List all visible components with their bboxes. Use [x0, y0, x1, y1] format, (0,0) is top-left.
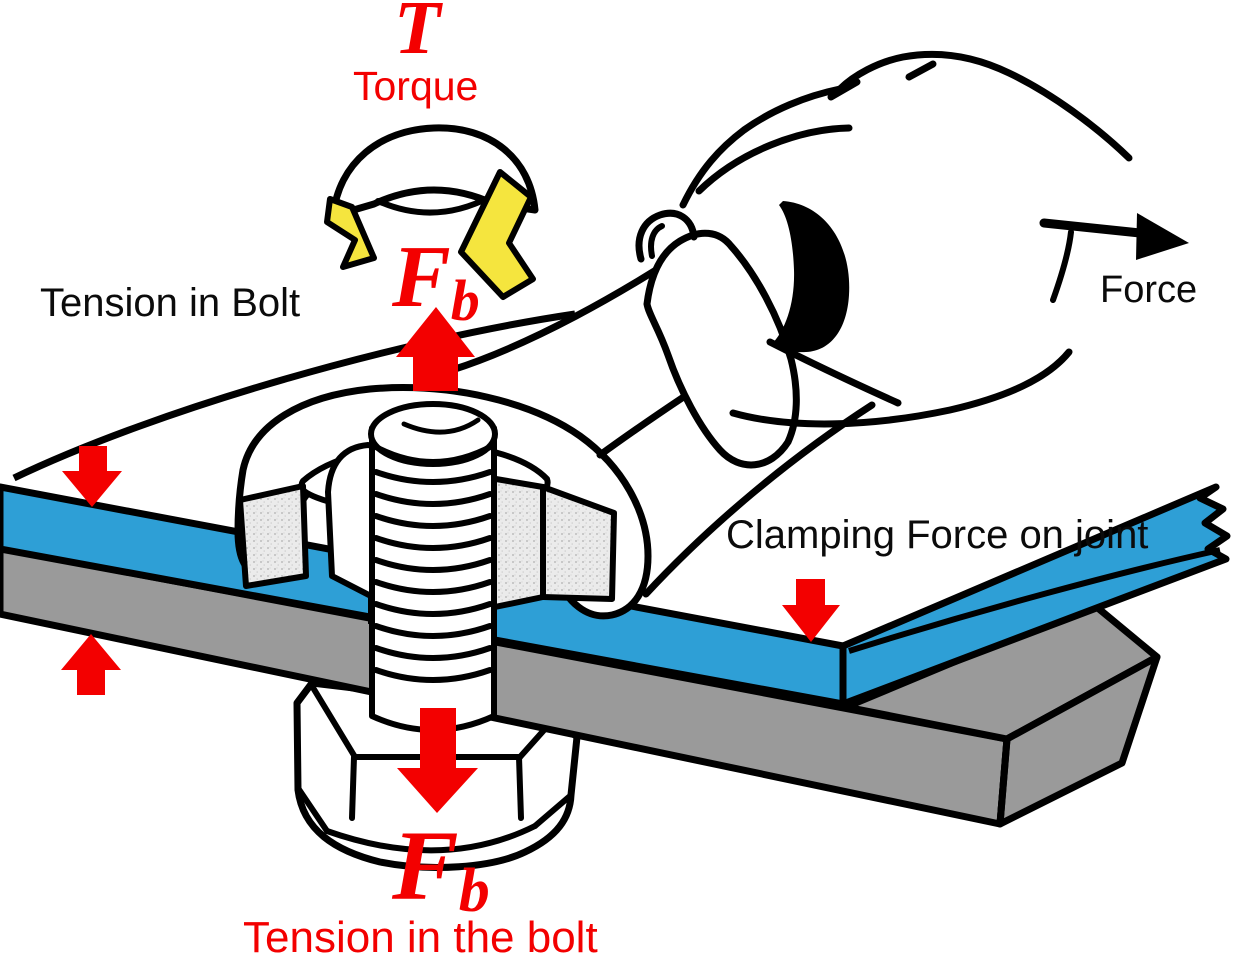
tension-in-the-bolt-label: Tension in the bolt	[243, 913, 598, 962]
wrist-crease-line	[1050, 229, 1074, 303]
tension-in-bolt-label: Tension in Bolt	[40, 281, 301, 325]
tension-bottom-F: F	[392, 810, 459, 921]
hex-face-right	[487, 475, 546, 611]
tension-top-sub-b: b	[450, 268, 480, 333]
torque-symbol: T	[394, 0, 440, 66]
grip-shadow	[771, 201, 850, 353]
torque-rotation-ribbon	[324, 124, 539, 300]
applied-force-arrow	[1039, 213, 1189, 260]
thumbnail-icon	[635, 209, 698, 263]
clamping-force-label: Clamping Force on joint	[726, 513, 1149, 557]
bolt-tip-swirl	[401, 417, 481, 435]
torque-symbol-text: T	[394, 0, 441, 70]
rotation-ribbon-lip	[375, 194, 493, 216]
rotation-ribbon-band	[329, 124, 539, 220]
bolt-tension-up-arrow	[396, 307, 475, 391]
knuckle-notch	[827, 78, 861, 101]
torque-label: Torque	[353, 63, 479, 109]
nut-facet-line	[517, 726, 548, 760]
force-arrow-shaft	[1039, 218, 1145, 238]
clamping-down-arrow-left	[62, 446, 122, 507]
knuckle-notch	[905, 60, 937, 81]
tension-top-symbol: F b	[392, 234, 480, 330]
force-label: Force	[1100, 269, 1198, 311]
force-arrow-head	[1136, 213, 1189, 260]
bolt-assembly	[237, 401, 617, 733]
clamping-up-arrow-left	[61, 634, 121, 695]
nut-facet-line	[324, 823, 538, 854]
gray-plate-edge-crease	[996, 738, 1011, 825]
nut-facet-line	[349, 754, 357, 821]
wrench-jaw-face-right	[540, 484, 617, 602]
bolt-tip-ring	[371, 443, 495, 465]
thumb-finger	[643, 229, 800, 469]
finger-curl-line	[695, 124, 853, 195]
bolt-threads	[373, 469, 493, 683]
nut-facet-line	[532, 793, 573, 829]
clamping-down-arrow-right	[782, 579, 840, 642]
bolt-tension-down-arrow	[397, 708, 478, 813]
nut-facet-line	[295, 785, 330, 834]
rotation-arrow-left	[324, 196, 377, 270]
hand-top-contour	[836, 50, 1133, 162]
thumbnail-inner-line	[648, 223, 665, 259]
tension-top-F: F	[392, 229, 451, 326]
hand-bottom-contour	[729, 348, 1073, 428]
finger-crease-line	[766, 338, 902, 407]
wrench-jaw-face-left	[237, 483, 309, 589]
nut-facet-line	[309, 683, 358, 760]
tension-bottom-sub-b: b	[458, 857, 490, 925]
hand	[635, 50, 1133, 469]
rotation-arrow-right	[458, 169, 536, 300]
hand-top-contour	[679, 85, 844, 209]
annotation-arrows	[61, 213, 1189, 813]
blue-plate-crease	[848, 547, 1221, 654]
tension-bottom-symbol: F b	[392, 810, 490, 925]
nut-facet-line	[516, 754, 524, 821]
